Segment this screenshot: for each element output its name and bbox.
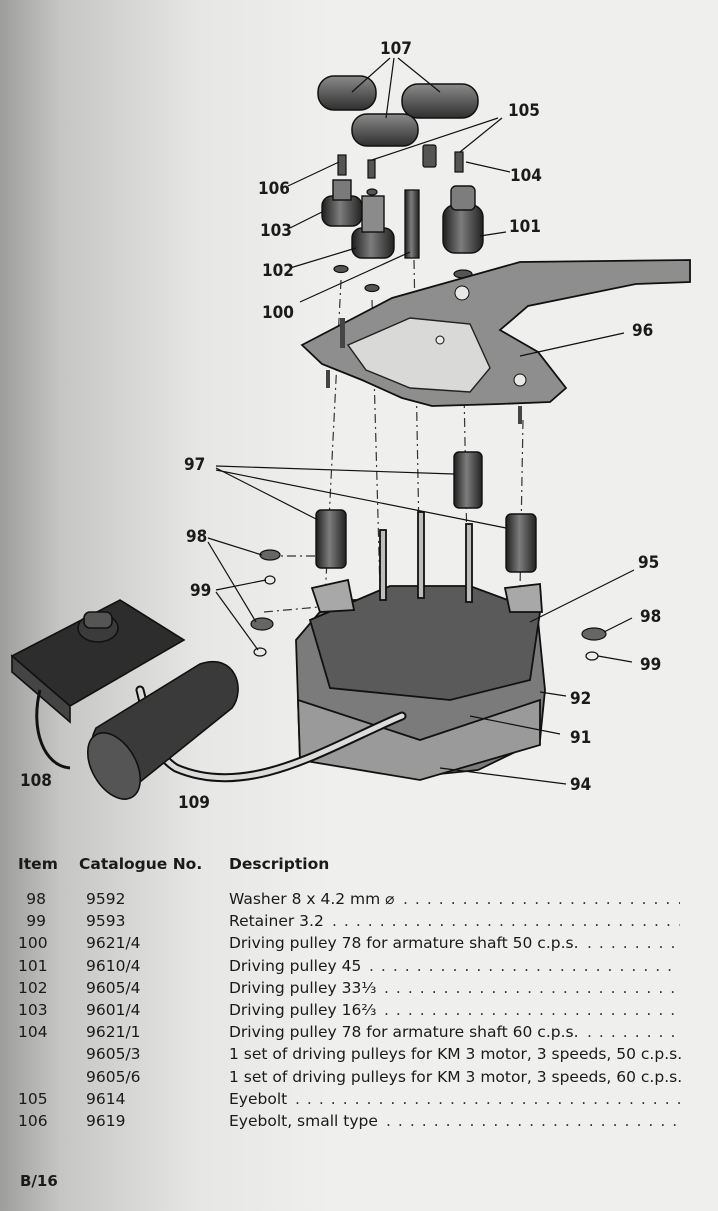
row-description: Driving pulley 78 for armature shaft 60 … <box>229 1023 579 1042</box>
row-item: 98 <box>26 890 46 908</box>
row-description: Eyebolt <box>229 1089 288 1108</box>
callout-91: 91 <box>570 728 591 748</box>
callout-97: 97 <box>184 455 205 475</box>
callout-105: 105 <box>508 101 540 121</box>
washers-and-retainers <box>250 549 607 661</box>
dot-leader: .................................. <box>369 956 680 975</box>
switch-108 <box>10 599 186 770</box>
callout-100: 100 <box>262 303 294 323</box>
pulley-102 <box>351 195 395 259</box>
dot-leader: ............ <box>587 934 680 953</box>
row-item: 101 <box>18 956 48 975</box>
table-row: 104 9621/1 Driving pulley 78 for armature … <box>0 1023 718 1045</box>
dot-leader: ..................................... <box>332 912 680 931</box>
callout-107: 107 <box>380 39 412 59</box>
row-item: 104 <box>18 1023 48 1042</box>
callout-95: 95 <box>638 553 659 573</box>
exploded-parts-diagram: 107 105 106 104 103 101 102 100 96 97 98… <box>10 39 691 813</box>
row-item: 103 <box>18 1001 48 1019</box>
row-catalogue-no: 9605/6 <box>86 1067 141 1086</box>
belt-107 <box>317 75 479 147</box>
dot-leader: ................................ <box>384 978 680 997</box>
row-catalogue-no: 9614 <box>86 1089 126 1108</box>
callout-96: 96 <box>632 321 653 341</box>
row-item: 105 <box>18 1089 48 1108</box>
row-catalogue-no: 9592 <box>86 890 126 908</box>
row-item: 99 <box>26 912 46 931</box>
row-catalogue-no: 9621/4 <box>86 934 141 953</box>
row-description: Driving pulley 45 <box>229 956 362 975</box>
table-row: 98 9592 Washer 8 x 4.2 mm ⌀...............… <box>0 890 718 912</box>
callout-106: 106 <box>258 179 290 199</box>
row-item: 106 <box>18 1112 48 1130</box>
row-description: Washer 8 x 4.2 mm ⌀ <box>229 890 395 908</box>
table-row: 106 9619 Eyebolt, small type..............… <box>0 1112 718 1134</box>
pulley-100 <box>404 189 420 259</box>
callout-103: 103 <box>260 221 292 241</box>
row-description: Driving pulley 78 for armature shaft 50 … <box>229 934 579 953</box>
page-number: B/16 <box>20 1172 58 1190</box>
row-item: 102 <box>18 978 48 997</box>
table-row: 9605/3 1 set of driving pulleys for KM 3 … <box>0 1045 718 1067</box>
row-description: Eyebolt, small type <box>229 1112 378 1130</box>
header-description: Description <box>229 855 330 873</box>
dot-leader: ................................ <box>384 1001 680 1019</box>
callout-labels: 107 105 106 104 103 101 102 100 96 97 98… <box>20 39 661 813</box>
row-catalogue-no: 9619 <box>86 1112 126 1130</box>
callout-94: 94 <box>570 775 591 795</box>
callout-109: 109 <box>178 793 210 813</box>
leader-lines <box>207 57 635 785</box>
callout-108: 108 <box>20 771 52 791</box>
row-catalogue-no: 9601/4 <box>86 1001 141 1019</box>
callout-98: 98 <box>186 527 207 547</box>
row-description: Driving pulley 33⅓ <box>229 978 377 997</box>
dot-leader: ................................ <box>386 1112 680 1130</box>
table-row: 100 9621/4 Driving pulley 78 for armature … <box>0 934 718 956</box>
spacer-97 <box>315 451 537 573</box>
table-row: 101 9610/4 Driving pulley 45..............… <box>0 957 718 979</box>
callout-102: 102 <box>262 261 294 281</box>
row-catalogue-no: 9593 <box>86 912 126 931</box>
row-description: 1 set of driving pulleys for KM 3 motor,… <box>229 1067 683 1086</box>
motor-body <box>295 511 546 781</box>
dot-leader: ........................................… <box>295 1089 680 1108</box>
callout-99-right: 99 <box>640 655 661 675</box>
table-row: 103 9601/4 Driving pulley 16⅔.............… <box>0 1001 718 1023</box>
callout-104: 104 <box>510 166 542 186</box>
pulley-101 <box>442 185 484 254</box>
capacitor-109 <box>86 661 239 800</box>
row-description: Retainer 3.2 <box>229 912 324 931</box>
dot-leader: .............................. <box>403 890 680 908</box>
header-item: Item <box>18 855 58 873</box>
table-row: 99 9593 Retainer 3.2......................… <box>0 912 718 934</box>
row-catalogue-no: 9605/3 <box>86 1045 141 1064</box>
callout-98-right: 98 <box>640 607 661 627</box>
callout-101: 101 <box>509 217 541 237</box>
callout-99: 99 <box>190 581 211 601</box>
header-catalogue: Catalogue No. <box>79 855 203 873</box>
row-item: 100 <box>18 934 48 953</box>
table-row: 105 9614 Eyebolt..........................… <box>0 1090 718 1112</box>
motor-plate-96 <box>300 259 691 424</box>
pulley-103 <box>321 179 363 227</box>
callout-92: 92 <box>570 689 591 709</box>
row-description: Driving pulley 16⅔ <box>229 1001 377 1019</box>
row-catalogue-no: 9610/4 <box>86 956 141 975</box>
table-row: 102 9605/4 Driving pulley 33⅓.............… <box>0 979 718 1001</box>
dot-leader: ............ <box>587 1023 680 1042</box>
small-hardware <box>333 144 473 293</box>
row-description: 1 set of driving pulleys for KM 3 motor,… <box>229 1045 683 1064</box>
table-row: 9605/6 1 set of driving pulleys for KM 3 … <box>0 1068 718 1090</box>
row-catalogue-no: 9605/4 <box>86 978 141 997</box>
row-catalogue-no: 9621/1 <box>86 1023 141 1042</box>
